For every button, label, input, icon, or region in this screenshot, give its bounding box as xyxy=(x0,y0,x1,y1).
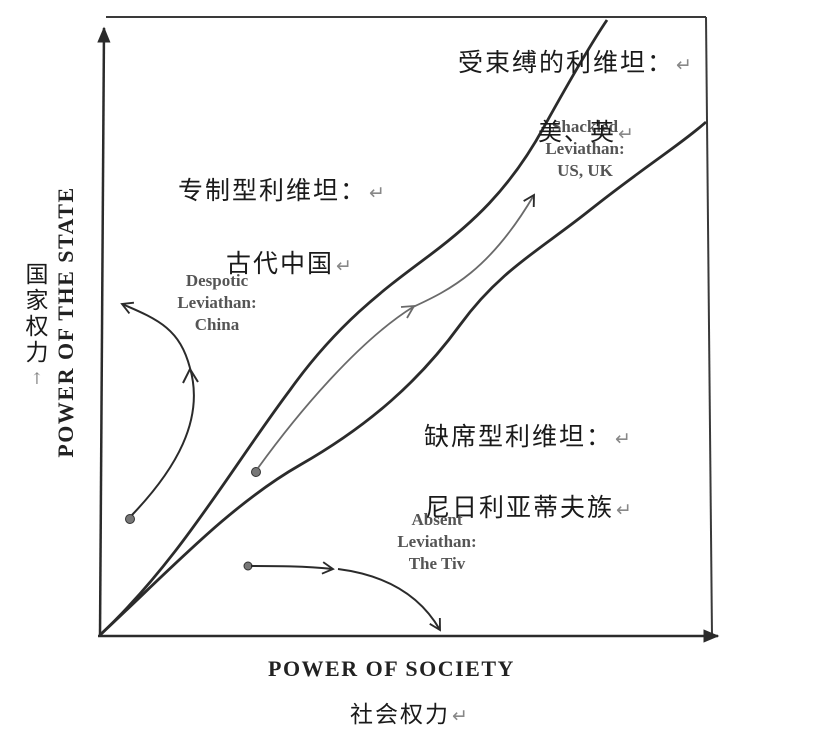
y-axis-cn-label: 国 家 权 力 ↑ xyxy=(24,262,50,392)
x-axis-cn-text: 社会权力 xyxy=(350,702,450,728)
x-axis-title: POWER OF SOCIETY xyxy=(268,656,515,682)
y-axis-cn-mark: ↑ xyxy=(30,369,44,388)
return-mark-icon: ↵ xyxy=(615,428,633,450)
despotic-en-line: Leviathan: xyxy=(177,293,257,312)
despotic-cn-note-text: 古代中国 xyxy=(226,249,335,278)
despotic-cn-text: 专制型利维坦： xyxy=(178,176,368,205)
shackled-en-label: Shackled Leviathan: US, UK xyxy=(520,116,650,182)
absent-cn-note-text: 尼日利亚蒂夫族 xyxy=(425,493,615,522)
despotic-start-dot xyxy=(125,514,135,524)
return-mark-icon: ↵ xyxy=(676,54,694,76)
despotic-en-label: Despotic Leviathan: China xyxy=(152,270,282,336)
absent-en-line: The Tiv xyxy=(408,554,466,573)
absent-arrow-second xyxy=(337,568,441,632)
corridor-mid-arrowhead xyxy=(400,304,416,319)
absent-cn-text: 缺席型利维坦： xyxy=(424,422,614,451)
shackled-cn-note-text: 美、英 xyxy=(538,118,616,146)
return-mark-icon: ↵ xyxy=(618,123,636,145)
y-axis-cn-char: 权 xyxy=(25,314,49,340)
x-axis-cn-label: 社会权力↵ xyxy=(350,704,470,727)
y-axis xyxy=(97,26,111,637)
absent-arrow-first xyxy=(250,561,335,575)
despotic-mid-arrowhead xyxy=(182,366,199,384)
y-axis-title: POWER OF THE STATE xyxy=(53,186,79,457)
x-axis-title-text: POWER OF SOCIETY xyxy=(268,656,515,681)
absent-cn-note: 尼日利亚蒂夫族↵ xyxy=(425,495,634,520)
absent-cn-label: 缺席型利维坦：↵ xyxy=(424,424,633,449)
shackled-en-line: US, UK xyxy=(557,161,613,180)
despotic-cn-note: 古代中国↵ xyxy=(226,251,354,276)
absent-en-label: Absent Leviathan: The Tiv xyxy=(372,509,502,575)
absent-en-line: Absent xyxy=(411,510,463,529)
shackled-cn-text: 受束缚的利维坦： xyxy=(458,48,675,77)
shackled-en-line: Shackled xyxy=(551,117,619,136)
return-mark-icon: ↵ xyxy=(452,705,470,727)
y-axis-title-text: POWER OF THE STATE xyxy=(53,186,78,458)
y-axis-cn-char: 家 xyxy=(25,288,49,314)
y-axis-cn-char: 国 xyxy=(25,262,49,288)
absent-start-dot xyxy=(243,561,253,571)
despotic-arrow xyxy=(120,301,195,516)
return-mark-icon: ↵ xyxy=(336,255,354,277)
return-mark-icon: ↵ xyxy=(369,182,387,204)
return-mark-icon: ↵ xyxy=(616,499,634,521)
shackled-en-line: Leviathan: xyxy=(545,139,625,158)
shackled-cn-note: 美、英↵ xyxy=(538,120,636,144)
shackled-cn-label: 受束缚的利维坦：↵ xyxy=(458,50,694,75)
y-axis-cn-char: 力 xyxy=(25,340,49,366)
corridor-lower-curve xyxy=(99,120,707,637)
despotic-en-line: China xyxy=(194,315,240,334)
absent-en-line: Leviathan: xyxy=(397,532,477,551)
despotic-en-line: Despotic xyxy=(185,271,249,290)
despotic-cn-label: 专制型利维坦：↵ xyxy=(178,178,387,203)
corridor-start-dot xyxy=(251,467,261,477)
corridor-upper-curve xyxy=(99,19,609,637)
frame-right-line xyxy=(705,16,713,637)
